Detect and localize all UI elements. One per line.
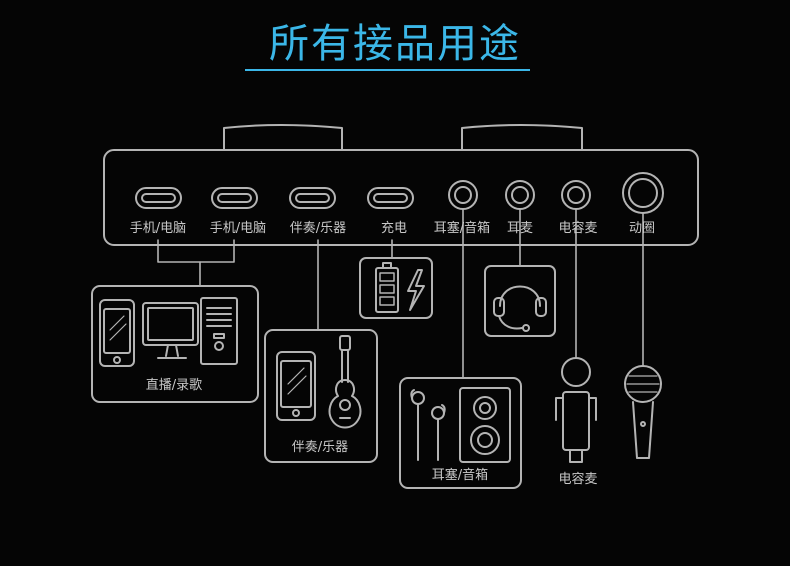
device-label: 电容麦: [558, 472, 598, 487]
soundcard-top-knob: [223, 124, 343, 151]
port-label: 耳麦: [506, 221, 534, 236]
port-label: 伴奏/乐器: [289, 221, 347, 236]
smartphone-icon: [276, 351, 316, 421]
headset-icon: [493, 285, 547, 332]
speaker-icon: [459, 387, 511, 463]
device-box-earphone-speaker: [399, 377, 522, 489]
port-label: 手机/电脑: [209, 221, 267, 236]
monitor-icon: [142, 302, 199, 359]
device-label: 直播/录歌: [145, 378, 203, 393]
device-box-live-karaoke: [91, 285, 259, 403]
usb-port[interactable]: [135, 187, 182, 209]
device-box-headset: [484, 265, 556, 337]
smartphone-icon: [99, 299, 135, 367]
guitar-icon: [328, 335, 362, 429]
soundcard-body: [103, 149, 699, 246]
usb-port[interactable]: [211, 187, 258, 209]
page-title: 所有接品用途: [269, 21, 521, 67]
device-label: 耳塞/音箱: [431, 468, 489, 483]
earphones-icon: [410, 389, 446, 461]
device-box-accompaniment: [264, 329, 378, 463]
usb-port[interactable]: [289, 187, 336, 209]
condenser-mic-icon: [555, 357, 597, 463]
battery-charging-icon: [375, 262, 425, 313]
soundcard-top-knob: [461, 124, 583, 151]
port-label: 电容麦: [558, 221, 598, 236]
device-label: 伴奏/乐器: [291, 440, 349, 455]
soundcard-device: [103, 124, 699, 246]
pc-tower-icon: [200, 297, 238, 365]
dynamic-mic-icon: [624, 365, 662, 459]
audio-jack-port[interactable]: [561, 180, 591, 210]
device-box-battery: [359, 257, 433, 319]
usb-port[interactable]: [367, 187, 414, 209]
audio-jack-port[interactable]: [505, 180, 535, 210]
connector-lines: [157, 208, 644, 379]
mic-jack-port[interactable]: [622, 172, 664, 214]
audio-jack-port[interactable]: [448, 180, 478, 210]
title-underline: [245, 69, 530, 71]
port-label: 耳塞/音箱: [433, 221, 491, 236]
port-label: 手机/电脑: [129, 221, 187, 236]
port-label: 充电: [380, 221, 408, 236]
port-label: 动圈: [628, 221, 656, 236]
